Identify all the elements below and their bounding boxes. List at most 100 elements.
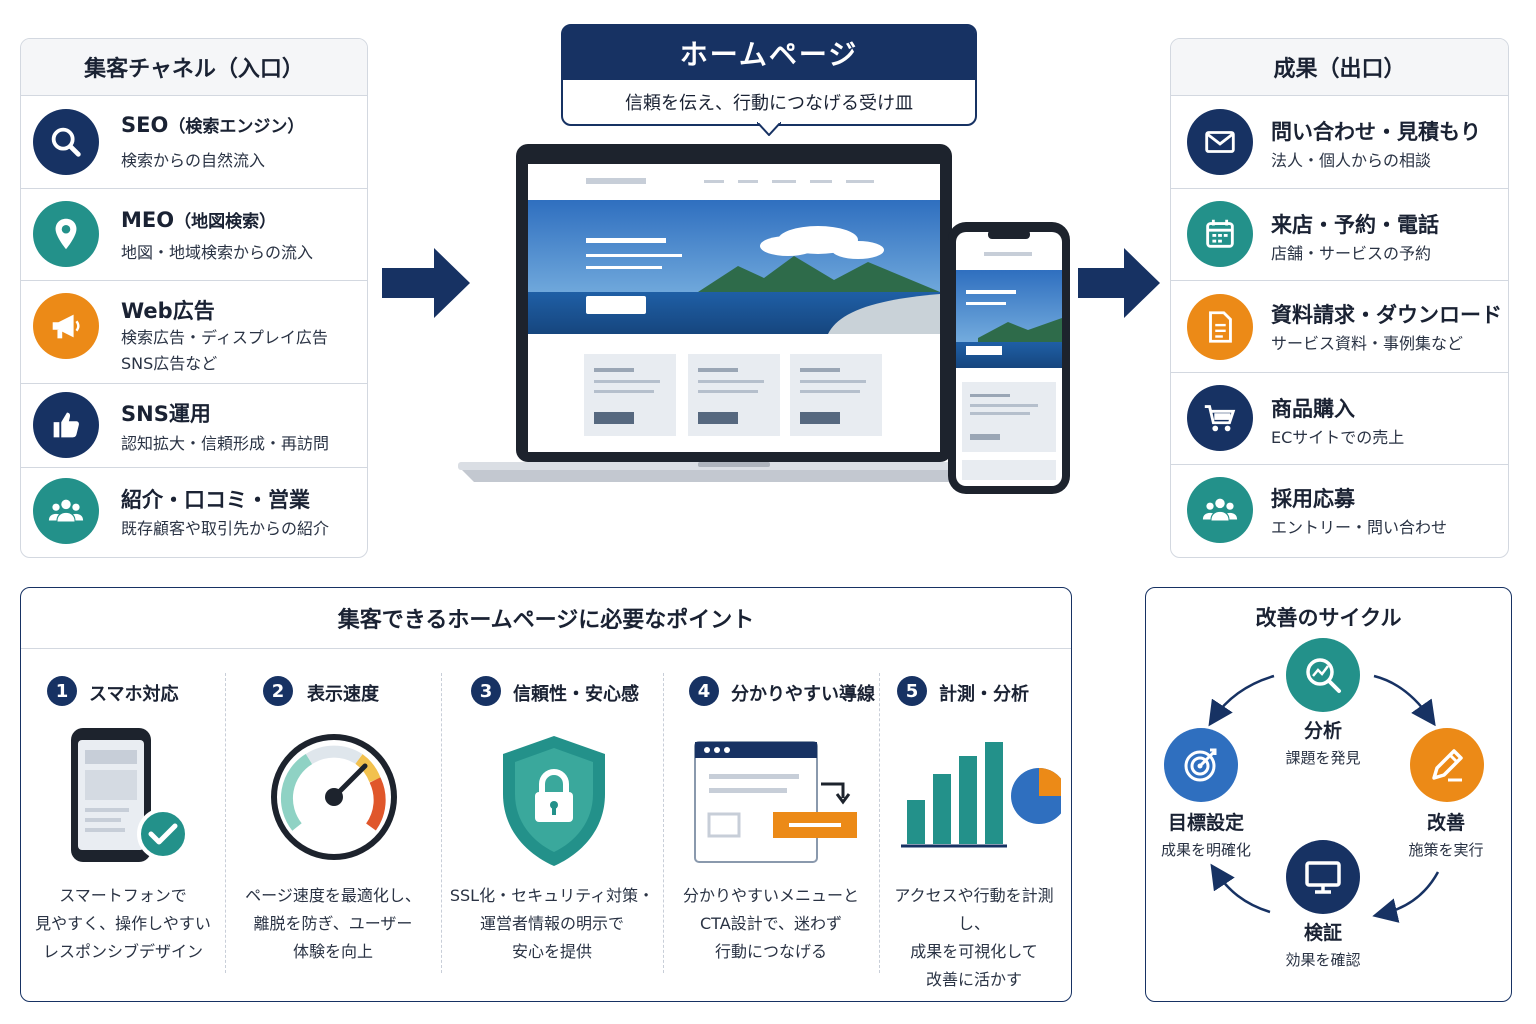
channel-item-meo[interactable]: MEO（地図検索） 地図・地域検索からの流入	[21, 188, 367, 281]
result-title: 来店・予約・電話	[1271, 213, 1439, 237]
laptop-illustration	[458, 142, 1078, 506]
cycle-node-title: 検証	[1303, 922, 1342, 944]
cycle-node-desc: 成果を明確化	[1160, 841, 1251, 859]
document-icon	[1187, 294, 1253, 360]
point-number: 5	[897, 676, 927, 706]
map-pin-icon	[33, 201, 99, 267]
point-desc: 分かりやすいメニューと	[682, 886, 859, 905]
cycle-arrows	[1208, 674, 1440, 923]
divider	[879, 673, 880, 973]
cart-icon	[1187, 385, 1253, 451]
cycle-node-title: 改善	[1426, 812, 1465, 834]
monitor-icon	[1286, 840, 1360, 914]
bar-chart-icon	[901, 742, 1061, 848]
point-number: 4	[689, 676, 719, 706]
channel-sub: （検索エンジン）	[168, 117, 305, 137]
point-desc: 行動につなげる	[714, 942, 827, 961]
results-panel: 成果（出口） 問い合わせ・見積もり 法人・個人からの相談 来店・予約・電話 店舗…	[1170, 38, 1509, 558]
homepage-label: ホームページ 信頼を伝え、行動につなげる受け皿	[561, 24, 977, 136]
people-icon	[1187, 477, 1253, 543]
channel-title: SNS運用	[121, 402, 211, 426]
cycle-panel: 改善のサイクル 分析 課題を発見 改善 施策を実行 検証 効果を確認 目標設定 …	[1145, 587, 1512, 1002]
point-desc: レスポンシブデザイン	[42, 942, 203, 961]
homepage-title: ホームページ	[563, 26, 975, 80]
point-label: スマホ対応	[89, 684, 179, 705]
result-desc: エントリー・問い合わせ	[1271, 518, 1448, 537]
calendar-icon	[1187, 201, 1253, 267]
point-desc: スマートフォンで	[59, 886, 187, 905]
result-desc: ECサイトでの売上	[1271, 428, 1405, 447]
channel-title: MEO	[121, 208, 175, 232]
result-desc: 店舗・サービスの予約	[1271, 244, 1432, 263]
point-number: 2	[263, 676, 293, 706]
mail-icon	[1187, 109, 1253, 175]
point-trust: 3 信頼性・安心感 SSL化・セキュリティ対策・ 運営者情報の明示で 安心を提供	[441, 660, 663, 980]
cycle-title: 改善のサイクル	[1255, 606, 1402, 630]
arrow-right-icon	[1078, 248, 1162, 318]
point-desc: 改善に活かす	[925, 970, 1022, 989]
result-desc: 法人・個人からの相談	[1271, 151, 1432, 170]
result-item-reservation[interactable]: 来店・予約・電話 店舗・サービスの予約	[1171, 188, 1508, 281]
point-desc: 見やすく、操作しやすい	[35, 914, 211, 933]
channel-title: Web広告	[121, 299, 215, 323]
homepage-subtitle: 信頼を伝え、行動につなげる受け皿	[625, 93, 913, 114]
browser-cta-icon	[694, 741, 857, 863]
people-icon	[33, 478, 99, 544]
point-number: 3	[471, 676, 501, 706]
search-icon	[33, 109, 99, 175]
channel-item-web-ads[interactable]: Web広告 検索広告・ディスプレイ広告 SNS広告など	[21, 280, 367, 384]
smartphone-check-icon	[71, 728, 189, 862]
cycle-node-title: 目標設定	[1167, 812, 1244, 834]
channel-desc: 地図・地域検索からの流入	[121, 243, 314, 262]
result-item-purchase[interactable]: 商品購入 ECサイトでの売上	[1171, 372, 1508, 465]
result-title: 採用応募	[1271, 487, 1355, 511]
result-title: 商品購入	[1271, 397, 1355, 421]
channel-item-referral[interactable]: 紹介・口コミ・営業 既存顧客や取引先からの紹介	[21, 467, 367, 557]
results-panel-title: 成果（出口）	[1171, 39, 1508, 96]
channel-sub: （地図検索）	[174, 212, 277, 232]
point-mobile: 1 スマホ対応 スマートフォンで 見やすく、操作しやすい レスポンシブデザイン	[21, 660, 225, 980]
channel-desc: 検索からの自然流入	[121, 151, 266, 170]
thumbs-up-icon	[33, 392, 99, 458]
points-panel: 集客できるホームページに必要なポイント 1 スマホ対応 スマートフォンで 見やす…	[20, 587, 1072, 1002]
divider	[663, 673, 664, 973]
point-speed: 2 表示速度 ページ速度を最適化し、 離脱を防ぎ、ユーザー 体験を向上	[225, 660, 441, 980]
point-desc: 離脱を防ぎ、ユーザー	[253, 914, 413, 933]
channel-panel-title: 集客チャネル（入口）	[21, 39, 367, 96]
analysis-icon	[1286, 638, 1360, 712]
result-item-inquiry[interactable]: 問い合わせ・見積もり 法人・個人からの相談	[1171, 96, 1508, 188]
result-title: 資料請求・ダウンロード	[1271, 303, 1502, 327]
pencil-icon	[1410, 728, 1484, 802]
result-desc: サービス資料・事例集など	[1271, 334, 1464, 353]
point-desc: 体験を向上	[292, 942, 373, 961]
channel-item-sns[interactable]: SNS運用 認知拡大・信頼形成・再訪問	[21, 383, 367, 468]
point-number: 1	[47, 676, 77, 706]
points-panel-title: 集客できるホームページに必要なポイント	[21, 588, 1071, 649]
point-label: 計測・分析	[939, 684, 1029, 705]
shield-lock-icon	[503, 736, 605, 866]
point-desc: 成果を可視化して	[910, 942, 1038, 961]
megaphone-icon	[33, 293, 99, 359]
channel-desc: 検索広告・ディスプレイ広告	[121, 328, 328, 347]
divider	[441, 673, 442, 973]
point-desc: ページ速度を最適化し、	[245, 886, 421, 905]
channel-item-seo[interactable]: SEO（検索エンジン） 検索からの自然流入	[21, 96, 367, 188]
cycle-node-desc: 課題を発見	[1285, 749, 1361, 767]
target-icon	[1164, 728, 1238, 802]
channel-desc: 既存顧客や取引先からの紹介	[121, 519, 330, 538]
divider	[225, 673, 226, 973]
cycle-node-title: 分析	[1303, 720, 1342, 742]
cycle-node-desc: 施策を実行	[1408, 841, 1484, 859]
channel-desc: 認知拡大・信頼形成・再訪問	[121, 434, 330, 453]
point-desc: CTA設計で、迷わず	[699, 914, 842, 933]
arrow-right-icon	[382, 248, 472, 318]
result-item-download[interactable]: 資料請求・ダウンロード サービス資料・事例集など	[1171, 280, 1508, 373]
result-item-recruit[interactable]: 採用応募 エントリー・問い合わせ	[1171, 464, 1508, 557]
channel-panel: 集客チャネル（入口） SEO（検索エンジン） 検索からの自然流入 MEO（地図検…	[20, 38, 368, 558]
point-label: 表示速度	[307, 684, 379, 705]
point-label: 信頼性・安心感	[513, 684, 639, 705]
point-desc: SSL化・セキュリティ対策・	[449, 886, 655, 905]
cycle-node-desc: 効果を確認	[1285, 951, 1361, 969]
point-desc: 運営者情報の明示で	[479, 914, 624, 933]
point-navigation: 4 分かりやすい導線 分かりやすいメニューと CTA設計で、迷わず 行動につなげ…	[663, 660, 879, 980]
